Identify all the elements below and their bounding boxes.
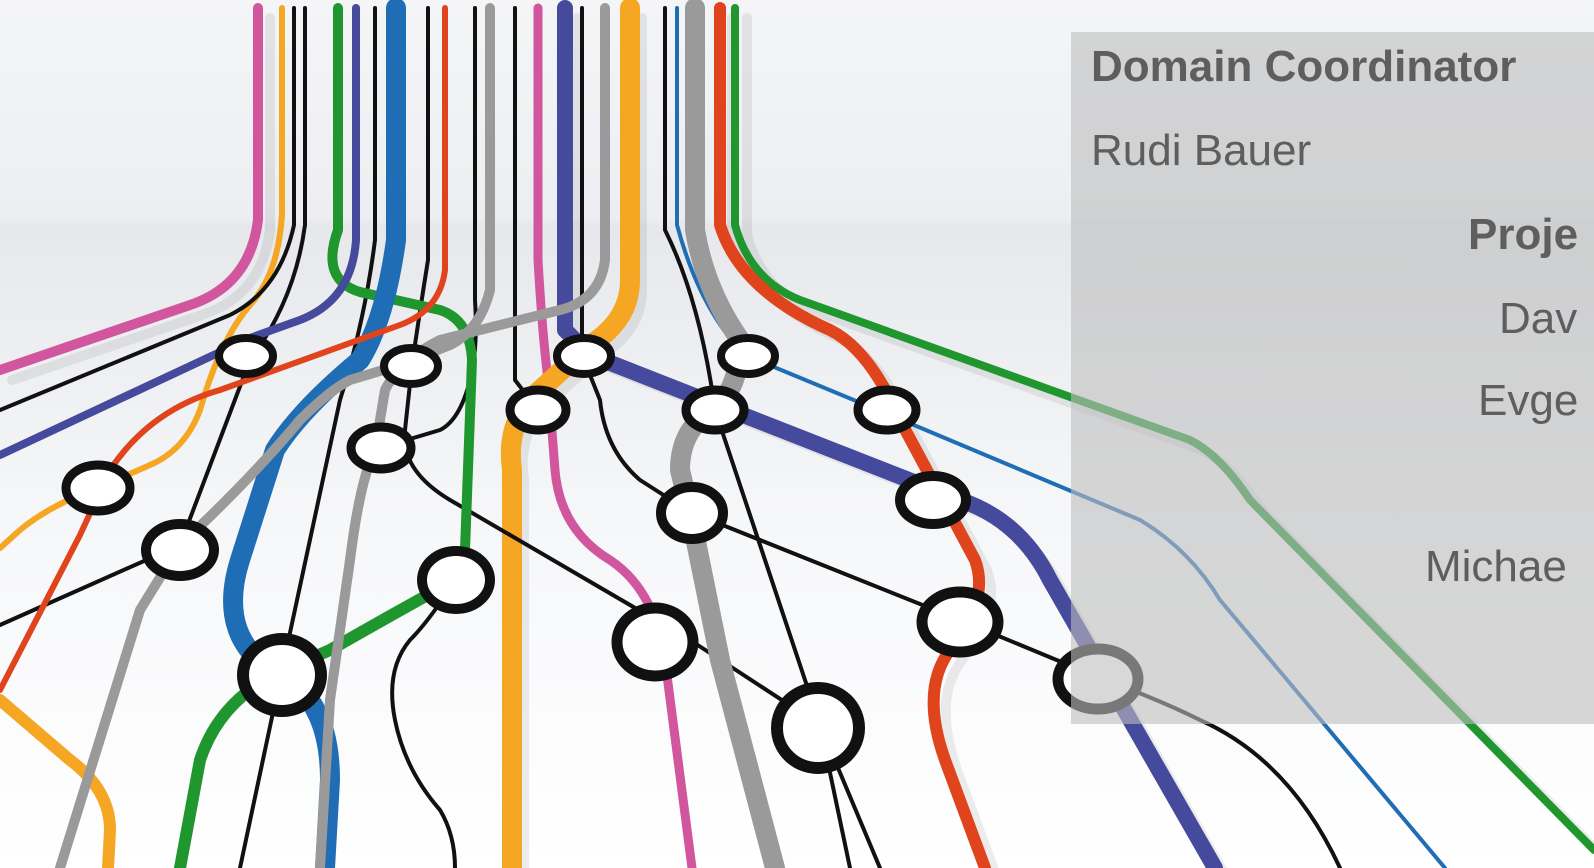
station: [916, 586, 1004, 658]
orange-line-c: [0, 694, 116, 868]
station: [681, 385, 749, 435]
station: [853, 385, 921, 435]
station: [346, 422, 416, 474]
purple-line-a: [0, 4, 360, 459]
coordinator-name: Rudi Bauer: [1091, 126, 1312, 175]
station: [553, 334, 615, 378]
station: [656, 482, 728, 544]
station: [380, 344, 442, 388]
pink-line-a: [0, 3, 263, 375]
red-line-a: [0, 5, 448, 693]
station: [505, 385, 571, 435]
stations: [61, 334, 1144, 774]
station: [237, 633, 327, 717]
member-name: Michae: [1425, 542, 1567, 591]
station: [771, 682, 865, 774]
station: [611, 602, 699, 682]
black-line-a: [0, 6, 296, 412]
member-name: Evge: [1478, 376, 1579, 425]
station: [895, 471, 971, 529]
station: [61, 460, 135, 516]
black-line-i: [390, 578, 457, 868]
black-line-c: [238, 6, 377, 868]
panel-heading: Domain Coordinator: [1091, 42, 1517, 91]
panel-subheading: Proje: [1468, 210, 1579, 259]
black-line-d: [402, 6, 822, 727]
member-name: Dav: [1499, 294, 1578, 343]
station: [215, 334, 277, 378]
station: [417, 546, 495, 614]
green-line-a: [327, 3, 477, 555]
gray-line-c: [670, 0, 785, 868]
station: [717, 334, 779, 378]
info-panel: Domain Coordinator Rudi Bauer Proje Dav …: [1071, 32, 1594, 724]
station: [141, 519, 219, 581]
